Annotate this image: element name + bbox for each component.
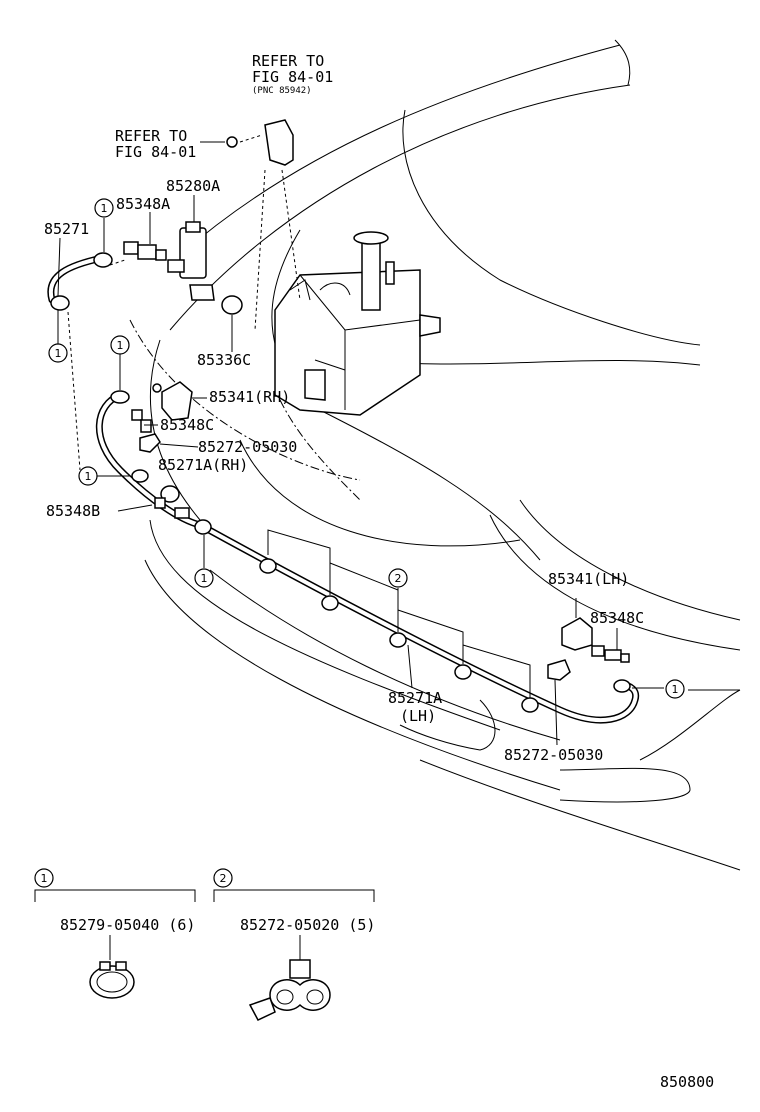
- legend-item-2: 2 85272-05020 (5): [213, 868, 375, 1021]
- label-85348c-lh: 85348C: [590, 609, 644, 627]
- svg-text:2: 2: [395, 572, 402, 585]
- label-85348b: 85348B: [46, 502, 100, 520]
- label-85341-lh: 85341(LH): [548, 570, 629, 588]
- svg-text:1: 1: [101, 202, 108, 215]
- refer-label-2: REFER TO: [115, 127, 187, 145]
- washer-pump: [167, 221, 243, 315]
- label-85271a-lh: 85271A: [388, 689, 442, 707]
- callout-markers: 1 1 1 1 1 2 1: [48, 198, 685, 699]
- refer-label-1-pnc: (PNC 85942): [252, 86, 312, 96]
- callout-1a: 1: [94, 198, 114, 218]
- leader-lines: [57, 195, 740, 691]
- callout-2a: 2: [388, 568, 408, 588]
- washer-tank: [274, 231, 441, 416]
- hose-85271a-lh: [194, 519, 640, 724]
- label-85271a-rh: 85271A(RH): [158, 456, 248, 474]
- hose-85271: [47, 252, 126, 471]
- svg-text:2: 2: [220, 872, 227, 885]
- svg-text:1: 1: [672, 683, 679, 696]
- legend-item-1: 1 85279-05040 (6): [34, 868, 196, 999]
- svg-text:1: 1: [41, 872, 48, 885]
- legend-part-1: 85279-05040 (6): [60, 916, 195, 934]
- connector-85348a: [123, 241, 167, 261]
- svg-text:1: 1: [117, 339, 124, 352]
- callout-1e: 1: [194, 568, 214, 588]
- label-85336c: 85336C: [197, 351, 251, 369]
- figure-number: 850800: [660, 1073, 714, 1091]
- svg-text:1: 1: [85, 470, 92, 483]
- svg-text:1: 1: [55, 347, 62, 360]
- callout-1b: 1: [48, 343, 68, 363]
- label-85348c-rh: 85348C: [160, 416, 214, 434]
- label-85272-rh: 85272-05030: [198, 438, 297, 456]
- nozzle-lh-assembly: [547, 598, 630, 746]
- label-85271a-lh-suffix: (LH): [400, 707, 436, 725]
- reservoir-bracket: [200, 119, 301, 331]
- callout-1d: 1: [78, 466, 98, 486]
- label-85271: 85271: [44, 220, 89, 238]
- label-85341-rh: 85341(RH): [209, 388, 290, 406]
- part-labels: REFER TO FIG 84-01 (PNC 85942) REFER TO …: [44, 52, 644, 764]
- refer-label-1: REFER TO: [252, 52, 324, 70]
- label-85348a: 85348A: [116, 195, 170, 213]
- callout-1c: 1: [110, 335, 130, 355]
- refer-label-2-fig: FIG 84-01: [115, 143, 196, 161]
- nozzle-rh-assembly: [95, 381, 204, 529]
- refer-label-1-fig: FIG 84-01: [252, 68, 333, 86]
- legend-part-2: 85272-05020 (5): [240, 916, 375, 934]
- label-85280a: 85280A: [166, 177, 220, 195]
- svg-text:1: 1: [201, 572, 208, 585]
- label-85272-lh: 85272-05030: [504, 746, 603, 764]
- callout-1f: 1: [665, 679, 685, 699]
